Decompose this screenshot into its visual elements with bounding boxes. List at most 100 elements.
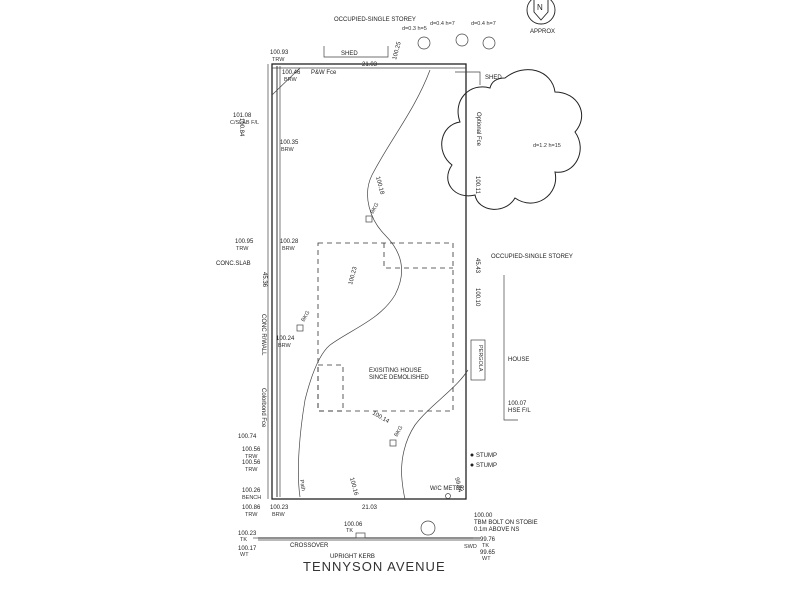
pw-fence-label: P&W Fce [311, 70, 337, 76]
level-brw5: BRW [272, 512, 286, 518]
level-10046-brw: BRW [284, 77, 298, 83]
wc-meter-icon [445, 493, 451, 499]
tree-3-size: d=0.4 h=7 [471, 21, 496, 27]
level-tk2: TK [346, 528, 353, 534]
level-9976: 99.76 [480, 537, 496, 543]
right-shed-outline [455, 71, 481, 85]
right-shed-label: SHED [485, 75, 502, 81]
crossover-box [355, 532, 366, 539]
level-10025: 100.25 [392, 41, 403, 61]
level-10084: 100.84 [238, 118, 244, 137]
level-10093: 100.93 [270, 50, 289, 56]
stump-2-icon [470, 463, 474, 467]
property-boundary [271, 63, 467, 500]
large-tree-canopy-icon [441, 69, 583, 210]
path-label-left: Path [298, 479, 306, 491]
crossover-label: CROSSOVER [290, 543, 329, 549]
level-wt1: WT [240, 552, 249, 558]
left-boundary-dimension: 45.36 [261, 272, 267, 288]
level-9984: 99.84 [453, 477, 463, 494]
bkg-label-3: BKG [394, 425, 405, 438]
conc-slab-label: CONC.SLAB [216, 261, 251, 267]
level-10024: 100.24 [276, 336, 295, 342]
small-tree-icons [417, 33, 496, 50]
level-tk3: TK [482, 543, 489, 549]
east-neighbour-label: OCCUPIED-SINGLE STOREY [491, 254, 573, 260]
optional-fence-label: Optional Fce [475, 112, 481, 147]
stump-1-label: STUMP [476, 453, 497, 459]
stump-2-label: STUMP [476, 463, 497, 469]
level-10011: 100.11 [474, 176, 480, 195]
wc-meter-label: W/C METER [430, 486, 465, 492]
level-10108: 101.08 [233, 113, 252, 119]
level-cslab: C/SLAB F/L [230, 120, 259, 126]
level-10024-brw: BRW [278, 343, 292, 349]
large-tree-size: d=1.2 h=15 [533, 143, 561, 149]
tree-2-size: d=0.4 h=7 [430, 21, 455, 27]
level-9965: 99.65 [480, 550, 496, 556]
level-10086: 100.86 [242, 505, 261, 511]
north-arrow-icon: N [526, 0, 556, 25]
level-10028-brw: BRW [282, 246, 296, 252]
tbm-above-ns-label: 0.1m ABOVE NS [474, 527, 519, 533]
existing-house-footprint [317, 242, 454, 412]
level-tk1: TK [240, 537, 247, 543]
level-10023b: 100.23 [238, 531, 257, 537]
level-10016: 100.16 [348, 477, 359, 497]
level-wt2: WT [482, 556, 491, 562]
level-10095: 100.95 [235, 239, 254, 245]
level-10074: 100.74 [238, 434, 257, 440]
bottom-boundary-dimension: 21.03 [362, 505, 378, 511]
level-10046: 100.46 [282, 70, 301, 76]
bkg-marker-icons [296, 215, 397, 447]
level-10093-trw: TRW [272, 57, 285, 63]
top-shed-outline [323, 46, 389, 58]
north-neighbour-label: OCCUPIED-SINGLE STOREY [334, 17, 416, 23]
level-10056-trw: TRW [245, 454, 258, 460]
pergola-outline [470, 339, 486, 381]
neighbour-house-label: HOUSE [508, 357, 529, 363]
level-10000: 100.00 [474, 513, 493, 519]
existing-house-demolished-label: SINCE DEMOLISHED [369, 375, 429, 381]
existing-house-room [317, 364, 344, 412]
level-10056b: 100.56 [242, 460, 261, 466]
level-10056: 100.56 [242, 447, 261, 453]
tbm-bolt-label: TBM BOLT ON STOBIE [474, 520, 538, 526]
level-10010: 100.10 [474, 288, 480, 307]
stump-1-icon [470, 453, 474, 457]
level-10035-brw: BRW [281, 147, 295, 153]
bkg-label-1: BKG [370, 202, 381, 215]
level-10023-brw: 100.23 [270, 505, 289, 511]
street-tree-icon [420, 520, 436, 536]
compass-letter: N [537, 3, 543, 12]
level-10056b-trw: TRW [245, 467, 258, 473]
level-10026: 100.26 [242, 488, 261, 494]
level-10006: 100.06 [344, 522, 363, 528]
level-10028: 100.28 [280, 239, 299, 245]
street-name-label: TENNYSON AVENUE [303, 559, 446, 574]
contour-line-east [401, 369, 469, 500]
pergola-label: PERGOLA [477, 345, 483, 372]
top-boundary-dimension: 21.03 [362, 62, 378, 68]
existing-house-label: EXISITING HOUSE [369, 368, 422, 374]
right-boundary-dimension: 45.43 [474, 258, 480, 274]
level-10035: 100.35 [280, 140, 299, 146]
contour-line-west [298, 69, 431, 498]
level-bench: BENCH [242, 495, 261, 501]
level-10014: 100.14 [371, 411, 390, 426]
neighbour-house-outline [503, 275, 518, 421]
level-10095-trw: TRW [236, 246, 249, 252]
neighbour-hse-fl: HSE F/L [508, 408, 531, 414]
level-10017: 100.17 [238, 546, 257, 552]
corner-splay [271, 67, 301, 96]
compass-approx-label: APPROX [530, 29, 555, 35]
colorbond-fence-label: Colorbond Fce [260, 388, 266, 428]
level-10018: 100.18 [374, 176, 385, 196]
level-10023c: 100.23 [348, 266, 359, 286]
upright-kerb-label: UPRIGHT KERB [330, 554, 375, 560]
level-10086-trw: TRW [245, 512, 258, 518]
tree-1-size: d=0.3 h=5 [402, 26, 427, 32]
bkg-label-2: BKG [301, 310, 312, 323]
conc-rwall-label: CONC R/WALL [260, 314, 266, 356]
